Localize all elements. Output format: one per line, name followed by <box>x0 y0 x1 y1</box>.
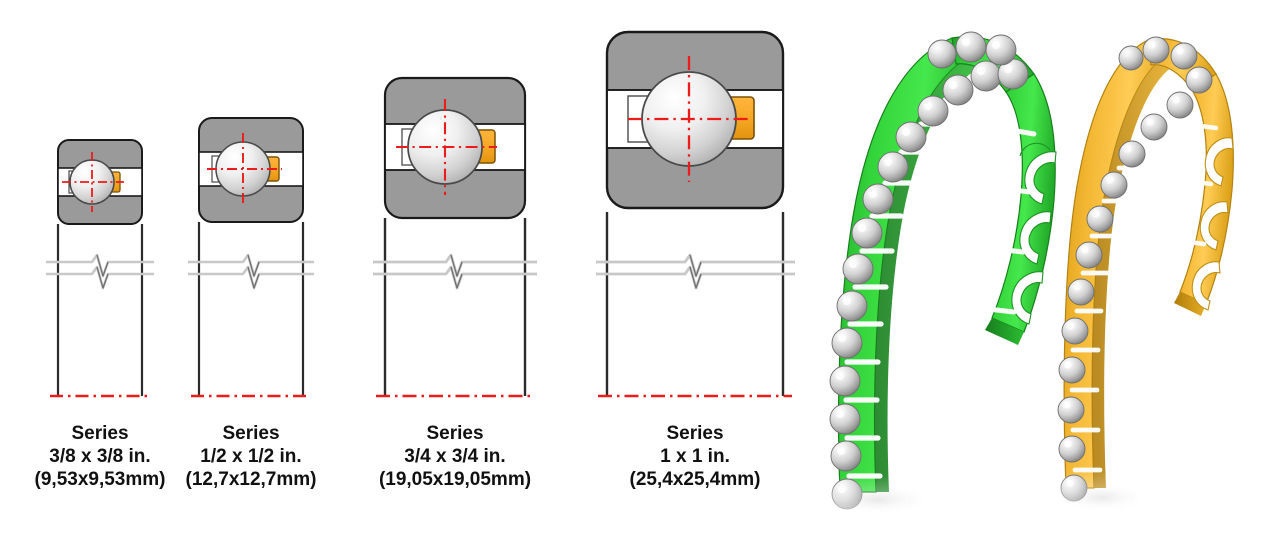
retainer-green-ball-highlights <box>836 38 1012 493</box>
bearing-2-size-inch: 1/2 x 1/2 in. <box>200 446 302 467</box>
break-symbol-3 <box>373 253 537 290</box>
bearing-2-size-mm: (12,7x12,7mm) <box>185 469 317 490</box>
bearing-4-series-word: Series <box>666 423 724 444</box>
shaft-3 <box>373 218 537 398</box>
retainer-green-empty-pockets <box>1011 142 1057 325</box>
bearing-label-4: Series 1 x 1 in. (25,4x25,4mm) <box>585 422 805 491</box>
bearing-assembly-3 <box>373 76 537 398</box>
bearing-assembly-2 <box>188 117 314 398</box>
bearing-1-series-word: Series <box>71 423 129 444</box>
shaft-2 <box>188 222 314 398</box>
bearing-label-2: Series 1/2 x 1/2 in. (12,7x12,7mm) <box>151 422 351 491</box>
bearing-3-series-word: Series <box>426 423 484 444</box>
bearing-3-size-inch: 3/4 x 3/4 in. <box>404 446 506 467</box>
bearing-2-series-word: Series <box>222 423 280 444</box>
bearing-ring-2 <box>198 117 304 223</box>
bearing-ring-1 <box>57 139 143 225</box>
bearing-4-size-inch: 1 x 1 in. <box>660 446 730 467</box>
bearing-label-3: Series 3/4 x 3/4 in. (19,05x19,05mm) <box>340 422 570 491</box>
ball-1 <box>69 159 115 205</box>
retainer-chain-amber <box>1050 36 1234 538</box>
shaft-1 <box>46 224 154 398</box>
bearing-1-size-inch: 3/8 x 3/8 in. <box>49 446 151 467</box>
bearing-1-size-mm: (9,53x9,53mm) <box>34 469 166 490</box>
shaft-4 <box>596 212 795 398</box>
retainer-amber-ball-highlights <box>1063 41 1199 487</box>
bearing-ring-4 <box>605 30 785 210</box>
retainer-amber-empty-pockets <box>1191 137 1234 311</box>
retainer-chain-green <box>818 31 1057 538</box>
break-symbol-1 <box>46 253 154 290</box>
bearing-3-size-mm: (19,05x19,05mm) <box>378 469 532 490</box>
break-symbol-4 <box>596 253 795 290</box>
break-symbol-2 <box>188 253 314 290</box>
bearing-ring-3 <box>383 76 527 220</box>
bearing-assembly-1 <box>46 139 154 398</box>
bearing-assembly-4 <box>596 30 795 398</box>
bearing-4-size-mm: (25,4x25,4mm) <box>629 469 761 490</box>
bearing-label-1: Series 3/8 x 3/8 in. (9,53x9,53mm) <box>0 422 200 491</box>
